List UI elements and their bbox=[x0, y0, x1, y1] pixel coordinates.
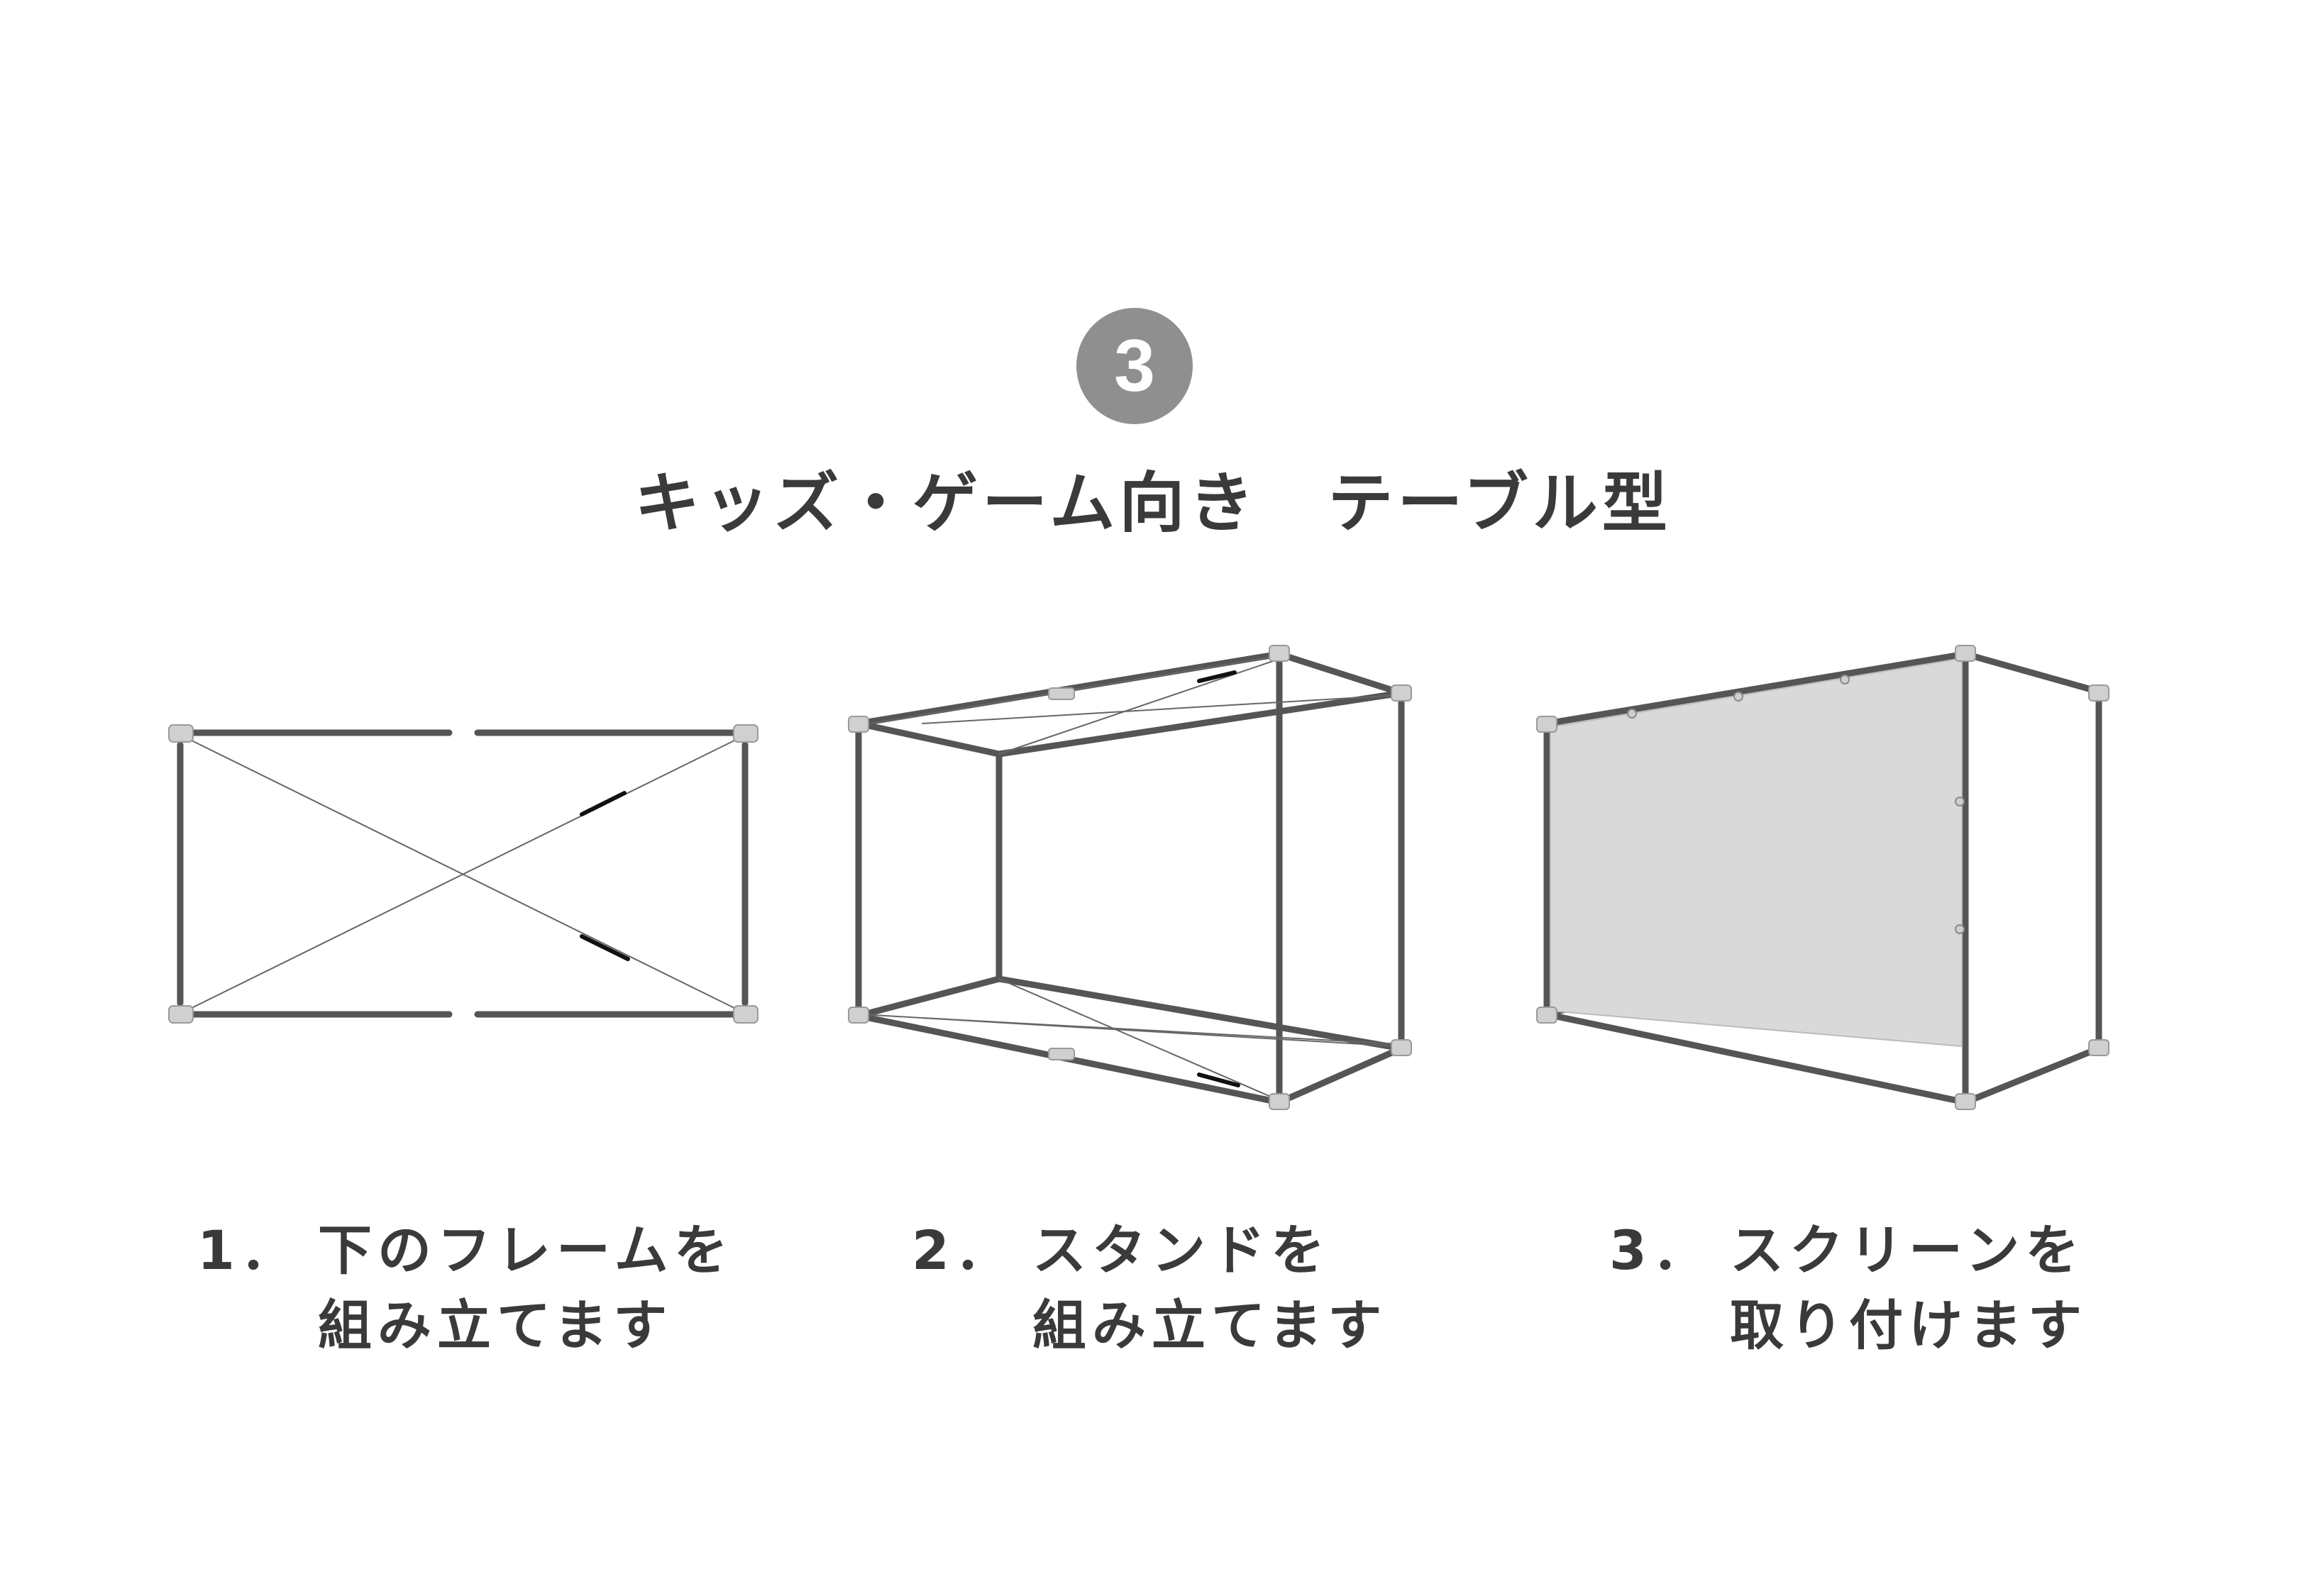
step-number: 3 bbox=[1114, 325, 1155, 407]
step-caption-number: 1． bbox=[197, 1219, 300, 1282]
screen-illustration bbox=[1536, 645, 2109, 1110]
step-caption-line: スタンドを bbox=[1032, 1219, 1330, 1282]
step-caption-2: 2． スタンドを 組み立てます bbox=[912, 1213, 1387, 1363]
bottom-frame-illustration bbox=[168, 724, 758, 1024]
step-caption-number: 3． bbox=[1609, 1219, 1712, 1282]
step-caption-1: 1． 下のフレームを 組み立てます bbox=[197, 1213, 734, 1363]
step-caption-line: 組み立てます bbox=[1032, 1294, 1388, 1357]
step-caption-line: スクリーンを bbox=[1730, 1219, 2085, 1282]
step-caption-3: 3． スクリーンを 取り付けます bbox=[1609, 1213, 2087, 1363]
step-caption-number: 2． bbox=[912, 1219, 1015, 1282]
step-caption-line: 取り付けます bbox=[1730, 1294, 2087, 1357]
step-number-badge: 3 bbox=[1076, 308, 1193, 424]
step-caption-line: 組み立てます bbox=[318, 1294, 673, 1357]
page-title: キッズ・ゲーム向き テーブル型 bbox=[634, 465, 1672, 541]
step-caption-line: 下のフレームを bbox=[318, 1219, 734, 1282]
stand-illustration bbox=[848, 645, 1412, 1110]
